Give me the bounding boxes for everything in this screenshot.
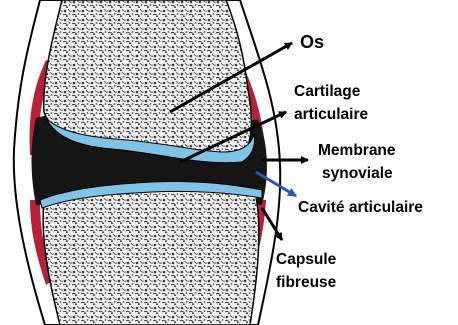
label-cartilage-line2: articulaire — [294, 106, 368, 123]
label-membrane-line1: Membrane — [318, 142, 396, 159]
label-cartilage: Cartilage articulaire — [294, 83, 368, 123]
label-capsule-line2: fibreuse — [276, 274, 337, 291]
label-capsule: Capsule fibreuse — [276, 251, 341, 291]
label-capsule-line1: Capsule — [276, 251, 337, 268]
label-cartilage-line1: Cartilage — [294, 83, 361, 100]
lower-bone — [43, 187, 259, 325]
label-membrane-line2: synoviale — [322, 165, 393, 182]
label-membrane: Membrane synoviale — [318, 142, 400, 182]
label-os: Os — [300, 32, 324, 52]
label-cavite: Cavité articulaire — [298, 199, 423, 216]
